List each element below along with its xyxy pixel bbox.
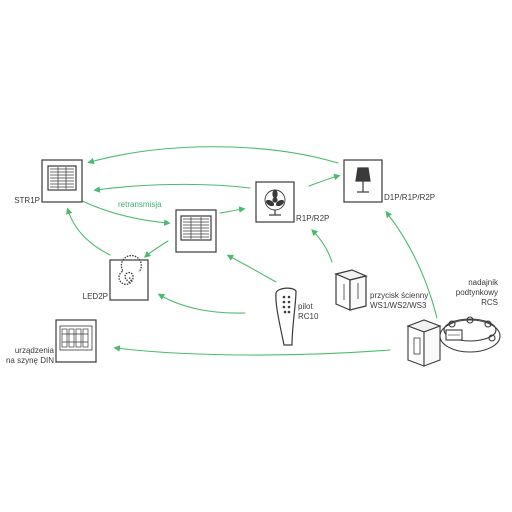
wall-switch-icon bbox=[334, 269, 368, 311]
r1p-r2p-label: R1P/R2P bbox=[296, 214, 330, 223]
arrow-str1p-to-panel bbox=[79, 199, 171, 226]
wall-switch-label-line1: przycisk ścienny bbox=[370, 291, 429, 300]
pilot-label-line2: RC10 bbox=[298, 312, 319, 321]
d1p-r1p-r2p-label: D1P/R1P/R2P bbox=[384, 193, 436, 202]
led-device-icon bbox=[109, 254, 149, 301]
arrow-rcs-to-d1p bbox=[385, 210, 438, 319]
arrow-led-to-str1p bbox=[65, 207, 111, 256]
blind-panel-icon bbox=[175, 209, 217, 253]
arrow-rcs-to-din bbox=[113, 345, 391, 356]
arrow-retransmission bbox=[93, 183, 251, 193]
str1p-device-icon bbox=[41, 159, 83, 203]
arrow-pilot-to-led bbox=[157, 293, 246, 314]
pilot-label: pilot RC10 bbox=[298, 302, 318, 322]
arrow-d1p-to-str1p bbox=[87, 146, 339, 165]
led2p-label: LED2P bbox=[82, 292, 108, 301]
fan-device-icon bbox=[255, 181, 295, 223]
retransmission-label: retransmisja bbox=[118, 200, 162, 209]
lamp-device-icon bbox=[343, 159, 383, 203]
arrow-panel-to-led bbox=[143, 240, 169, 258]
transmitter-label: nadajnik podtynkowy RCS bbox=[448, 278, 498, 308]
remote-control-icon bbox=[275, 287, 297, 346]
din-rail-device-icon bbox=[55, 319, 97, 363]
arrow-switch-to-r1p bbox=[311, 229, 333, 263]
wall-switch-label-line2: WS1/WS2/WS3 bbox=[370, 301, 427, 310]
din-label-line2: na szynę DIN bbox=[5, 356, 54, 365]
pilot-label-line1: pilot bbox=[298, 302, 313, 311]
rcs-transmitter-icon bbox=[406, 316, 501, 367]
arrow-switch-to-panel bbox=[226, 254, 277, 283]
transmitter-label-line2: podtynkowy bbox=[455, 288, 498, 297]
din-label-line1: urządzenia bbox=[14, 346, 54, 355]
transmitter-label-line1: nadajnik bbox=[468, 278, 498, 287]
transmitter-label-line3: RCS bbox=[481, 298, 498, 307]
arrow-panel-to-r1p bbox=[219, 206, 246, 214]
arrow-r1p-to-d1p bbox=[308, 173, 341, 187]
str1p-label: STR1P bbox=[14, 196, 40, 205]
din-label: urządzenia na szynę DIN bbox=[4, 346, 54, 366]
wall-switch-label: przycisk ścienny WS1/WS2/WS3 bbox=[370, 291, 428, 311]
